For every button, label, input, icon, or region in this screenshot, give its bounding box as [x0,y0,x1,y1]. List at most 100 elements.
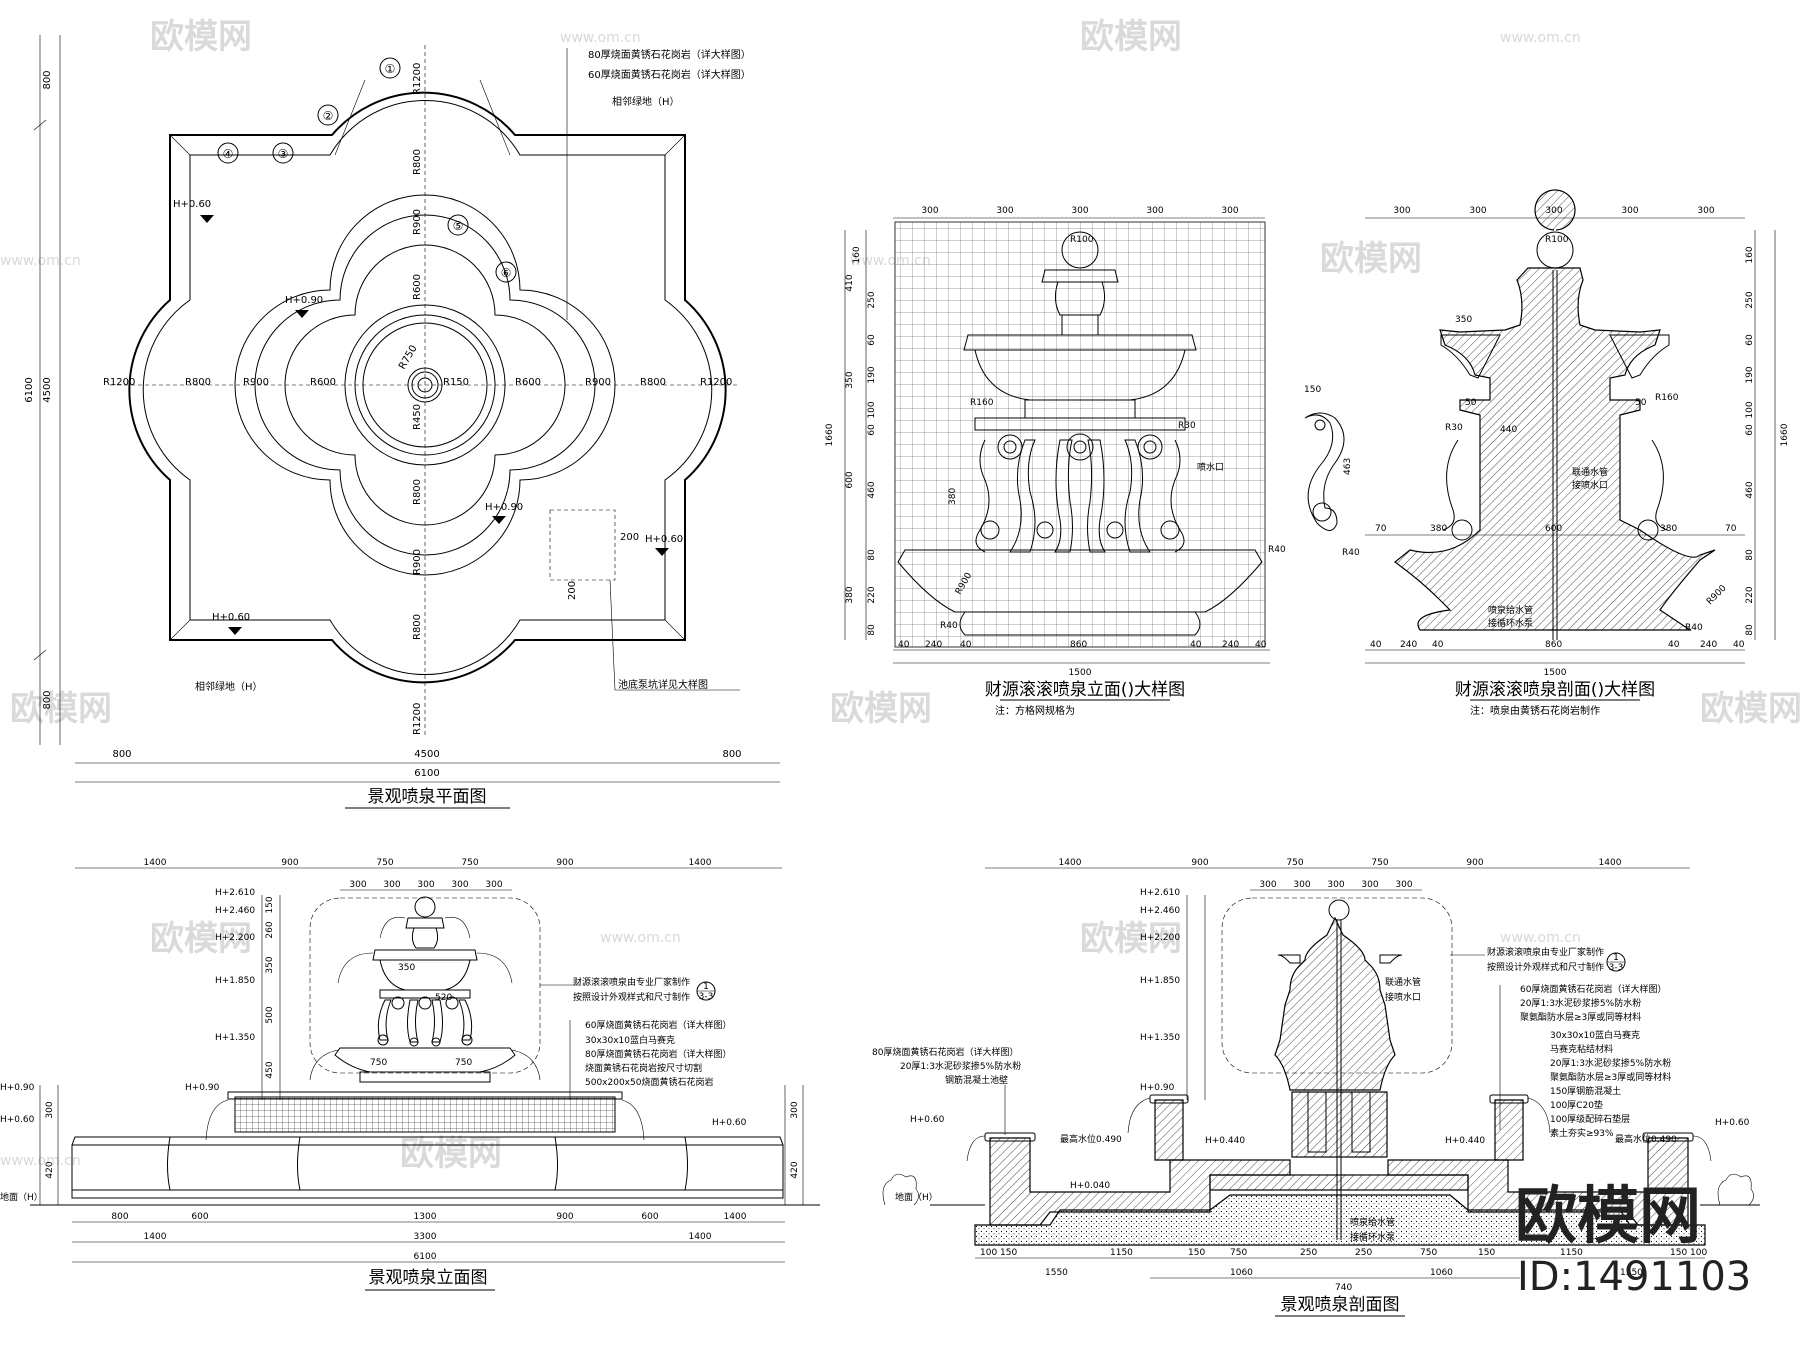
material-line-left: 钢筋混凝土池壁 [945,1074,1008,1086]
plan-level-markers: H+0.60 H+0.90 H+0.90 H+0.60 H+0.60 [173,199,683,635]
fountain-elevation-detail: 300 300 300 300 300 160 410 250 60 350 1… [825,206,1353,717]
dim-top: 1400 [144,858,167,868]
marker-3: ③ [278,147,289,161]
radius-label: R800 [412,479,423,505]
label: 联通水管 [1572,466,1608,478]
label: 380 [948,488,958,505]
material-note: 80厚烧面黄锈石花岗岩（详大样图） [588,48,751,61]
material-line: 60厚烧面黄锈石花岗岩（详大样图） [585,1019,731,1031]
dim-sub: 300 [1293,880,1310,890]
radius-label: R800 [640,377,666,388]
inner-dim: 750 [370,1058,387,1068]
watermark-url: www.om.cn [0,1153,81,1169]
material-line-left: 80厚烧面黄锈石花岗岩（详大样图） [872,1046,1018,1058]
label: 接循环水泵 [1488,617,1533,629]
level-label: H+2.610 [1140,888,1180,898]
label: R100 [1545,235,1569,245]
dim-bottom: 150 [1670,1248,1687,1258]
dim-bottom: 40 [1255,640,1267,650]
dim-bottom: 600 [641,1212,658,1222]
dim-left: 420 [45,1161,55,1178]
watermark-brand: 欧模网 [150,17,252,57]
level-label: H+2.200 [1140,933,1180,943]
dim-bottom: 750 [1420,1248,1437,1258]
dim-left: 350 [265,956,275,973]
label: 380 [1660,524,1677,534]
dim-right-total: 1660 [1780,423,1790,446]
label: R40 [1685,623,1703,633]
material-line: 80厚烧面黄锈石花岗岩（详大样图） [585,1048,731,1060]
dim-top: 300 [1146,206,1163,216]
dim-top: 300 [1071,206,1088,216]
level-label: H+1.850 [215,976,255,986]
level-label: H+0.60 [173,199,211,210]
dim-left: 100 [867,401,877,418]
material-line: 500x200x50烧面黄锈石花岗岩 [585,1076,713,1088]
dim-right: 100 [1745,401,1755,418]
dim-bottom: 150 [1188,1248,1205,1258]
dim-top: 1400 [1059,858,1082,868]
dim-left: 60 [867,334,877,346]
plan-radius-labels: R1200 R800 R900 R600 R150 R600 R900 R800… [103,63,732,735]
dim-bottom: 40 [1370,640,1382,650]
material-line: 30x30x10蓝白马赛克 [1550,1029,1640,1041]
dim-bottom: 4500 [414,749,439,760]
dim-bottom-2: 1060 [1430,1268,1453,1278]
dim-bottom: 40 [960,640,972,650]
radius-label: R150 [443,377,469,388]
level-label: H+0.90 [185,1083,220,1093]
dim-left: 450 [265,1061,275,1078]
watermark-url: www.om.cn [600,930,681,946]
dim-bottom: 900 [556,1212,573,1222]
watermark-url: www.om.cn [1500,30,1581,46]
level-label: H+0.440 [1205,1136,1245,1146]
radius-label: R450 [412,404,423,430]
level-label: H+2.200 [215,933,255,943]
dim-left: 800 [42,70,53,89]
level-label: H+0.60 [712,1118,747,1128]
dim-left: 300 [45,1101,55,1118]
dim-sub: 300 [1327,880,1344,890]
dim-left: 500 [265,1006,275,1023]
fountain-front-elevation: 1400 900 750 750 900 1400 300 300 300 30… [0,858,820,1291]
label: R40 [940,621,958,631]
dim-bottom: 100 [1690,1248,1707,1258]
dim-left-total: 6100 [24,377,35,402]
level-label: H+0.90 [285,295,323,306]
dim-bottom: 800 [722,749,741,760]
label: R30 [1445,423,1463,433]
radius-label: R600 [310,377,336,388]
label: 350 [1455,315,1472,325]
inner-dim: 750 [455,1058,472,1068]
dim-left: 300 [790,1101,800,1118]
label: R30 [1178,421,1196,431]
level-label: H+1.350 [215,1033,255,1043]
level-label: H+1.850 [1140,976,1180,986]
level-label: H+0.60 [212,612,250,623]
pipe-label: 联通水管 [1385,976,1421,988]
dim-right: 80 [1745,549,1755,561]
level-label: H+0.60 [0,1115,35,1125]
dim-bottom: 100 [980,1248,997,1258]
dim-sub: 300 [1395,880,1412,890]
watermark-brand: 欧模网 [400,1134,502,1174]
green-label-bottom: 相邻绿地（H） [195,680,263,693]
dim-top: 300 [996,206,1013,216]
level-label: H+0.440 [1445,1136,1485,1146]
material-line: 烧面黄锈石花岗岩按尺寸切割 [585,1062,702,1074]
radius-label: R1200 [700,377,732,388]
section-detail-note: 注：喷泉由黄锈石花岗岩制作 [1470,704,1600,717]
fountain-cross-section: 1400 900 750 750 900 1400 300 300 300 30… [872,858,1760,1317]
dim-bottom: 40 [1733,640,1745,650]
dim-bottom: 40 [1668,640,1680,650]
scroll-dim: 150 [1304,385,1321,395]
dim-left: 80 [867,624,877,636]
dim-sub: 300 [485,880,502,890]
radius-label: R800 [412,614,423,640]
marker-2: ② [323,109,334,123]
watermark-url: www.om.cn [560,30,641,46]
dim-top: 1400 [689,858,712,868]
inner-dim: 350 [398,963,415,973]
dim-top: 750 [1371,858,1388,868]
dim-left: 380 [845,586,855,603]
